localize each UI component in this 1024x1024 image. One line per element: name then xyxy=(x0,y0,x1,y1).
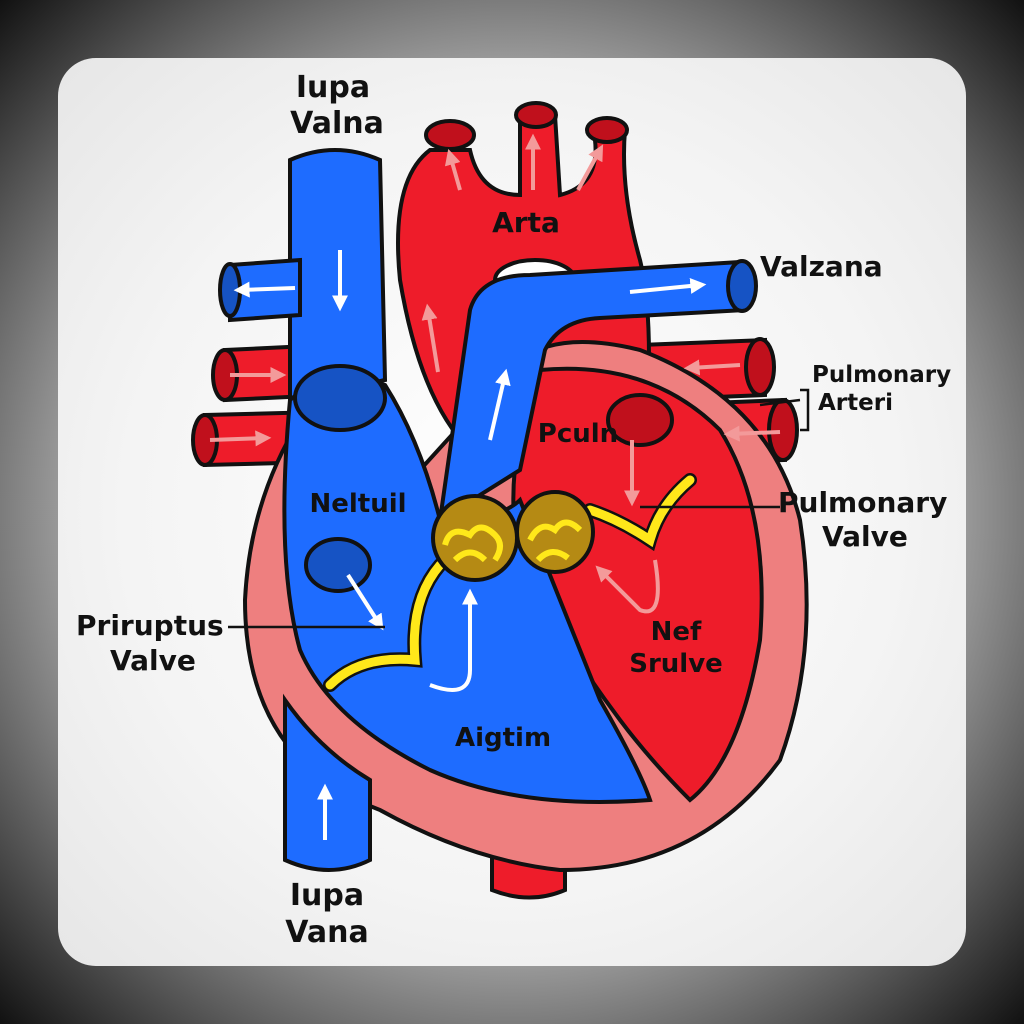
flow-arrows-red xyxy=(209,133,781,614)
label-left-valve-line2: Valve xyxy=(110,644,196,677)
red-chamber-opening xyxy=(606,393,674,447)
blue-pulmonary-trunk xyxy=(437,259,758,524)
blue-vessel-opening xyxy=(293,364,387,432)
label-bottom-vein-line2: Vana xyxy=(285,915,368,950)
label-right-top-vessel: Valzana xyxy=(760,250,883,283)
aortic-valve xyxy=(431,494,519,582)
blue-chamber-opening xyxy=(304,537,372,593)
label-top-vein-line2: Valna xyxy=(290,106,384,141)
pulmonary-valve xyxy=(515,490,595,574)
label-aorta: Arta xyxy=(492,206,560,239)
leader-lines xyxy=(228,388,810,629)
label-pulmonary-valve-line1: Pulmonary xyxy=(778,486,947,519)
label-bottom-vein-line1: Iupa xyxy=(290,878,364,913)
valve-leaflets xyxy=(323,473,697,692)
label-left-valve-line1: Priruptus xyxy=(76,609,224,642)
label-pulmonary-arteri-line2: Arteri xyxy=(818,390,893,416)
label-right-lower-chamber-line1: Nef xyxy=(651,617,702,647)
flow-arrows xyxy=(233,250,707,840)
label-left-upper-chamber: Neltuil xyxy=(309,489,406,519)
label-right-lower-chamber-line2: Srulve xyxy=(629,649,723,679)
label-lower-chamber: Aigtim xyxy=(455,723,551,753)
label-pulmonary-arteri-line1: Pulmonary xyxy=(812,362,951,388)
label-top-vein-line1: Iupa xyxy=(296,70,370,105)
label-right-upper-chamber: Pculn xyxy=(538,419,618,449)
label-pulmonary-valve-line2: Valve xyxy=(822,520,908,553)
